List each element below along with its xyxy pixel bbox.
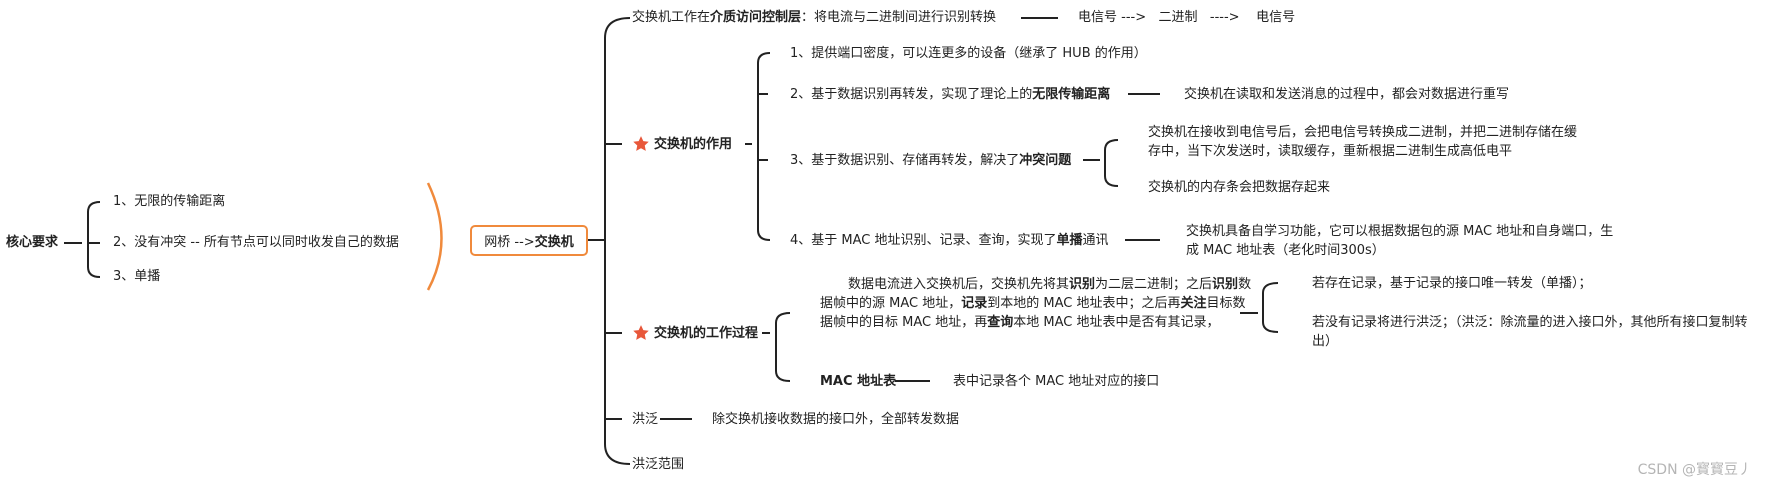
role-item-4-note: 交换机具备自学习功能，它可以根据数据包的源 MAC 地址和自身端口，生成 MAC… xyxy=(1186,224,1614,258)
role-item-4-pre: 4、基于 MAC 地址识别、记录、查询，实现了 xyxy=(790,233,1057,248)
process-description-part: 数据帧中的源 MAC 地址， xyxy=(820,277,1252,311)
process-description-part: 识别 xyxy=(1069,277,1096,292)
process-description-part: 查询 xyxy=(987,315,1014,330)
role-item-3: 3、基于数据识别、存储再转发，解决了冲突问题 xyxy=(790,151,1071,170)
role-item-2-bold: 无限传输距离 xyxy=(1032,87,1111,102)
role-title: 交换机的作用 xyxy=(654,137,733,152)
branch-mac-layer: 交换机工作在介质访问控制层：将电流与二进制间进行识别转换 xyxy=(632,8,996,27)
branch-mac-bold: 介质访问控制层 xyxy=(710,10,802,25)
process-description-part: 记录 xyxy=(961,296,988,311)
role-item-2: 2、基于数据识别再转发，实现了理论上的无限传输距离 xyxy=(790,85,1110,104)
branch-mac-pre: 交换机工作在 xyxy=(632,10,711,25)
role-item-3-bold: 冲突问题 xyxy=(1019,153,1072,168)
flood-label: 洪泛 xyxy=(632,412,659,427)
process-case-2: 若没有记录将进行洪泛；（洪泛：除流量的进入接口外，其他所有接口复制转出） xyxy=(1312,315,1748,349)
root-item-2: 2、没有冲突 -- 所有节点可以同时收发自己的数据 xyxy=(113,235,399,250)
flood-range-label: 洪泛范围 xyxy=(632,457,685,472)
role-item-4: 4、基于 MAC 地址识别、记录、查询，实现了单播通讯 xyxy=(790,231,1109,250)
process-description-part: 到本地的 MAC 地址表中；之后再 xyxy=(987,296,1181,311)
process-description: 数据电流进入交换机后，交换机先将其识别为二层二进制；之后识别数据帧中的源 MAC… xyxy=(820,275,1258,332)
role-item-3-note-2: 交换机的内存条会把数据存起来 xyxy=(1148,180,1331,195)
process-description-part: 关注 xyxy=(1180,296,1207,311)
role-item-3-note-1: 交换机在接收到电信号后，会把电信号转换成二进制，并把二进制存储在缓存中，当下次发… xyxy=(1148,125,1578,159)
process-description-part: 目标数据帧中的目标 MAC 地址，再 xyxy=(820,296,1246,330)
root-title: 核心要求 xyxy=(6,235,59,250)
role-item-1: 1、提供端口密度，可以连更多的设备（继承了 HUB 的作用） xyxy=(790,46,1147,61)
star-icon xyxy=(633,136,649,151)
central-label-1: 网桥 --> xyxy=(484,235,535,250)
process-description-part: 为二层二进制；之后 xyxy=(1095,277,1213,292)
role-item-3-pre: 3、基于数据识别、存储再转发，解决了 xyxy=(790,153,1020,168)
mac-table-label: MAC 地址表 xyxy=(820,374,897,389)
root-item-1: 1、无限的传输距离 xyxy=(113,194,226,209)
branch-mac-flow: 电信号 ---> 二进制 ----> 电信号 xyxy=(1078,10,1296,25)
central-bracket xyxy=(426,182,443,291)
role-item-2-note: 交换机在读取和发送消息的过程中，都会对数据进行重写 xyxy=(1184,87,1510,102)
central-topic: 网桥 --> 交换机 xyxy=(470,225,588,256)
process-description-part: 识别 xyxy=(1212,277,1239,292)
branch-mac-post: ：将电流与二进制间进行识别转换 xyxy=(801,10,997,25)
mac-table-note: 表中记录各个 MAC 地址对应的接口 xyxy=(953,374,1160,389)
process-title: 交换机的工作过程 xyxy=(654,326,759,341)
role-item-4-post: 通讯 xyxy=(1082,233,1109,248)
watermark: CSDN @寳寳豆丿 xyxy=(1637,462,1752,478)
process-description-part: 本地 MAC 地址表中是否有其记录， xyxy=(1013,315,1220,330)
process-description-part: 数据电流进入交换机后，交换机先将其 xyxy=(848,277,1070,292)
process-case-1: 若存在记录，基于记录的接口唯一转发（单播）； xyxy=(1312,276,1592,291)
star-icon xyxy=(633,325,649,340)
flood-note: 除交换机接收数据的接口外，全部转发数据 xyxy=(712,412,960,427)
role-item-2-pre: 2、基于数据识别再转发，实现了理论上的 xyxy=(790,87,1033,102)
role-item-4-bold: 单播 xyxy=(1056,233,1083,248)
root-item-3: 3、单播 xyxy=(113,269,161,284)
central-label-2: 交换机 xyxy=(534,235,574,250)
